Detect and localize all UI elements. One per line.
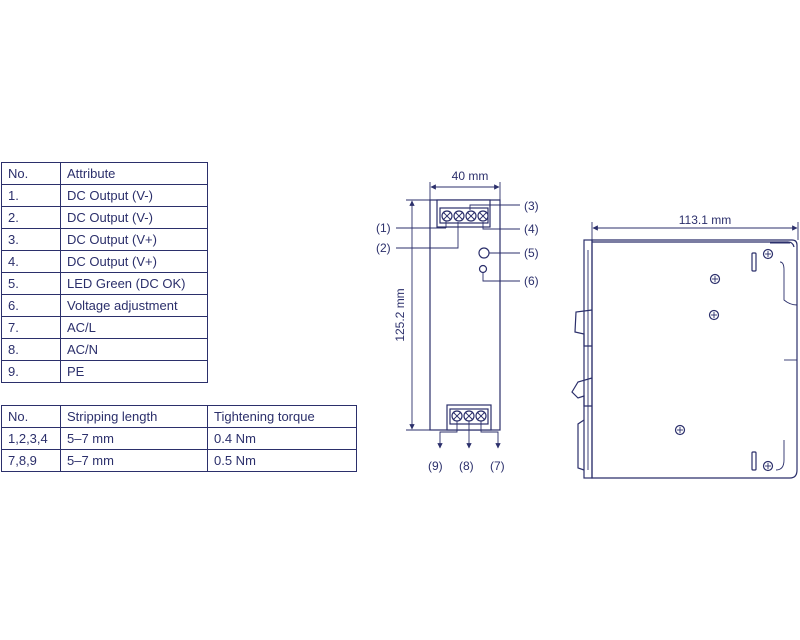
led-indicator — [478, 247, 490, 259]
header-stripping-length: Stripping length — [60, 405, 208, 428]
side-view: 113.1 mm — [571, 213, 799, 479]
voltage-adjust-pot — [478, 264, 488, 274]
front-view: 40 mm 125.2 mm (1) ( — [376, 169, 539, 473]
table-row: 9.PE — [1, 360, 208, 383]
attributes-table: No. Attribute 1.DC Output (V-) 2.DC Outp… — [1, 162, 208, 383]
leader-6 — [482, 272, 520, 282]
callout-2: (2) — [376, 241, 391, 255]
table-row: 4.DC Output (V+) — [1, 250, 208, 273]
row-attribute: AC/N — [60, 338, 208, 361]
table-row: 7.AC/L — [1, 316, 208, 339]
row-tightening-torque: 0.5 Nm — [207, 449, 357, 472]
table-row: 8.AC/N — [1, 338, 208, 361]
vent-slot — [751, 451, 757, 471]
input-terminal-screws — [451, 410, 487, 422]
table-row: 5.LED Green (DC OK) — [1, 272, 208, 295]
din-rail-clip — [571, 239, 593, 479]
row-stripping-length: 5–7 mm — [60, 449, 208, 472]
table-row: 7,8,9 5–7 mm 0.5 Nm — [1, 449, 357, 472]
callout-8: (8) — [459, 459, 474, 473]
callout-6: (6) — [524, 274, 539, 288]
row-attribute: DC Output (V+) — [60, 250, 208, 273]
terminal-table: No. Stripping length Tightening torque 1… — [1, 405, 357, 472]
table-row: 1,2,3,4 5–7 mm 0.4 Nm — [1, 427, 357, 450]
row-tightening-torque: 0.4 Nm — [207, 427, 357, 450]
height-dimension-label: 125.2 mm — [393, 288, 407, 341]
side-housing — [591, 239, 798, 479]
table-row: 3.DC Output (V+) — [1, 228, 208, 251]
leader-4 — [482, 222, 520, 230]
row-attribute: LED Green (DC OK) — [60, 272, 208, 295]
depth-dimension-label: 113.1 mm — [679, 213, 731, 227]
callout-9: (9) — [428, 459, 443, 473]
callout-3: (3) — [524, 199, 539, 213]
row-attribute: PE — [60, 360, 208, 383]
leader-7 — [480, 421, 501, 449]
side-screws — [674, 248, 774, 472]
row-stripping-length: 5–7 mm — [60, 427, 208, 450]
callout-4: (4) — [524, 222, 539, 236]
leader-2 — [396, 222, 459, 249]
output-terminal-screws — [441, 210, 489, 222]
leader-9 — [437, 421, 458, 449]
header-tightening-torque: Tightening torque — [207, 405, 357, 428]
callout-1: (1) — [376, 221, 391, 235]
leader-3 — [469, 204, 520, 210]
row-attribute: AC/L — [60, 316, 208, 339]
terminal-table-header: No. Stripping length Tightening torque — [1, 405, 357, 428]
callout-5: (5) — [524, 246, 539, 260]
vent-slot — [751, 252, 757, 272]
row-no: 7,8,9 — [1, 449, 61, 472]
front-housing — [429, 199, 501, 431]
table-row: 6.Voltage adjustment — [1, 294, 208, 317]
callout-7: (7) — [490, 459, 505, 473]
width-dimension-label: 40 mm — [452, 169, 489, 183]
